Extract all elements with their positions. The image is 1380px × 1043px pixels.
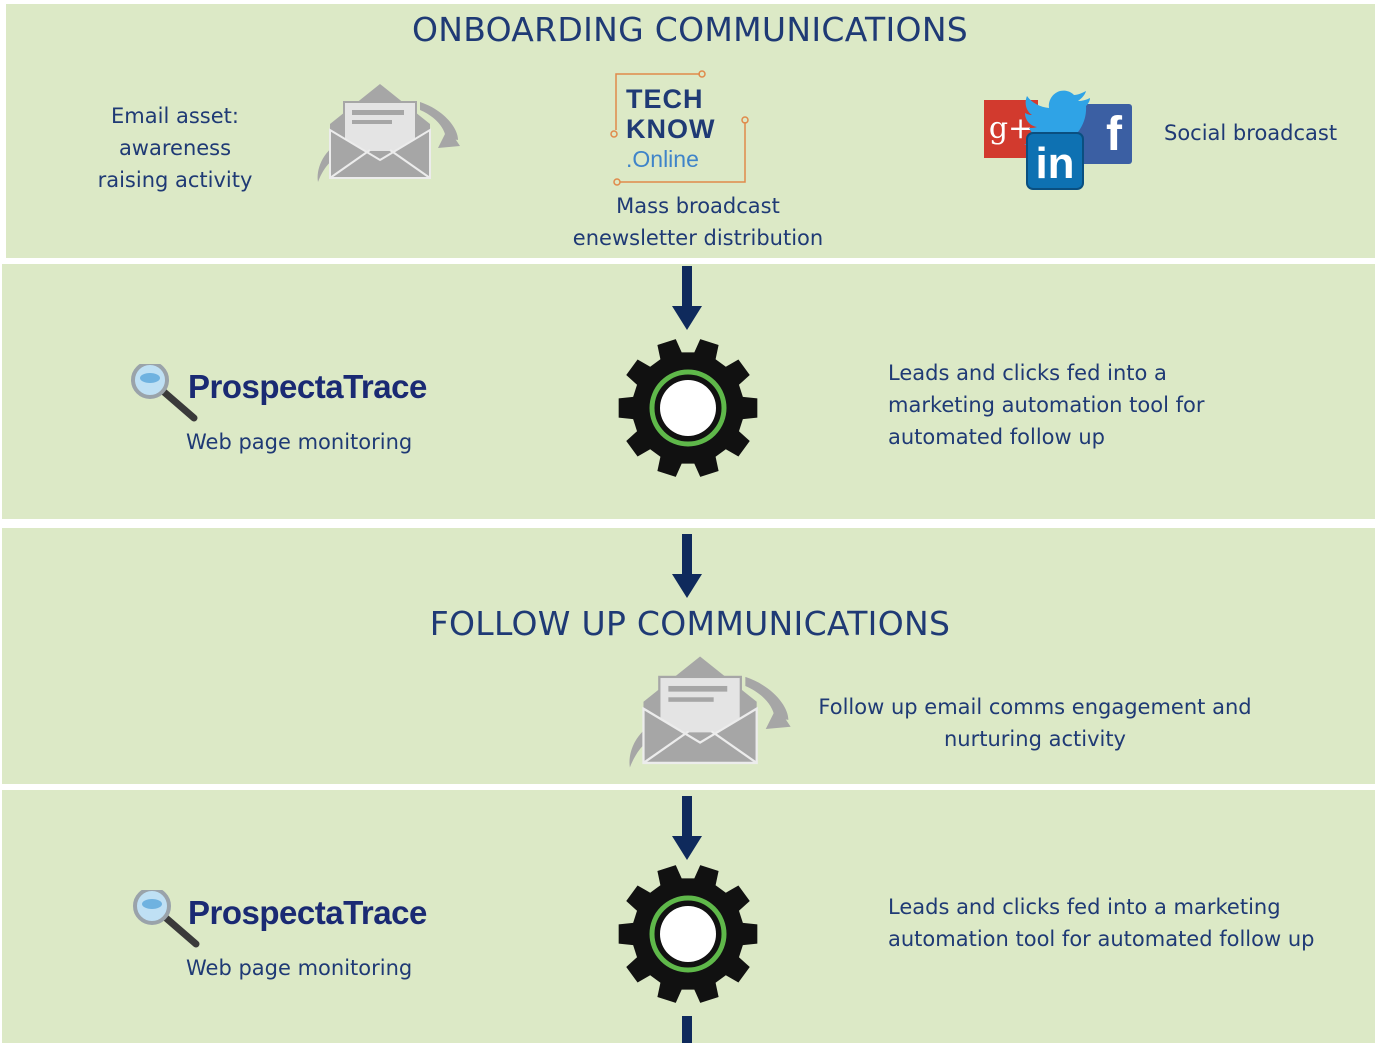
gear-ring <box>649 369 727 447</box>
mass-broadcast-line-2: enewsletter distribution <box>572 226 824 250</box>
email-asset-line-1: Email asset: <box>111 104 239 128</box>
mass-broadcast-line-1: Mass broadcast <box>616 194 780 218</box>
onboarding-band <box>6 4 1375 258</box>
social-icons: g+ f in <box>984 90 1134 190</box>
gear-icon <box>618 865 758 1003</box>
prospectatrace-logo: ProspectaTrace <box>188 368 427 405</box>
leads-description-line-2: marketing automation tool for <box>888 393 1205 417</box>
leads-description-line-2: automation tool for automated follow up <box>888 927 1315 951</box>
email-asset-line-2: awareness <box>118 136 232 160</box>
envelope-icon <box>629 656 791 768</box>
follow-up-description: Follow up email comms engagement and nur… <box>800 691 1270 755</box>
follow-up-title: FOLLOW UP COMMUNICATIONS <box>429 604 951 643</box>
mass-broadcast-text: Mass broadcast enewsletter distribution <box>548 190 848 254</box>
follow-up-description-line-2: nurturing activity <box>944 727 1126 751</box>
arrow-down-icon <box>672 266 702 330</box>
social-broadcast-text: Social broadcast <box>1164 121 1338 145</box>
facebook-icon: f <box>1076 104 1132 164</box>
techknow-word-tech: TECH <box>626 84 704 114</box>
onboarding-title: ONBOARDING COMMUNICATIONS <box>411 10 969 49</box>
arrow-down-icon <box>682 1016 692 1043</box>
envelope-icon <box>317 84 460 182</box>
leads-description-line-1: Leads and clicks fed into a <box>888 361 1167 385</box>
techknow-logo: TECH KNOW .Online <box>608 70 752 188</box>
follow-up-description-line-1: Follow up email comms engagement and <box>818 695 1252 719</box>
magnifier-icon <box>133 890 200 948</box>
arrow-down-icon <box>672 796 702 860</box>
techknow-word-know: KNOW <box>626 114 716 144</box>
leads-description-line-1: Leads and clicks fed into a marketing <box>888 895 1281 919</box>
web-page-monitoring-caption: Web page monitoring <box>186 430 413 454</box>
leads-description: Leads and clicks fed into a marketing au… <box>888 891 1358 955</box>
gear-ring <box>649 895 727 973</box>
web-page-monitoring-caption: Web page monitoring <box>186 956 413 980</box>
techknow-word-online: .Online <box>626 146 699 172</box>
email-asset-line-3: raising activity <box>97 168 253 192</box>
arrow-down-icon <box>672 534 702 598</box>
leads-description: Leads and clicks fed into a marketing au… <box>888 357 1288 453</box>
circuit-frame-icon <box>610 70 749 186</box>
email-asset-text: Email asset: awareness raising activity <box>80 100 270 196</box>
linkedin-icon: in <box>1026 132 1084 190</box>
prospectatrace-logo: ProspectaTrace <box>188 894 427 931</box>
leads-description-line-3: automated follow up <box>888 425 1105 449</box>
magnifier-icon <box>131 364 198 422</box>
gear-hole <box>660 380 716 436</box>
gear-hole <box>660 906 716 962</box>
gear-icon <box>618 339 758 477</box>
